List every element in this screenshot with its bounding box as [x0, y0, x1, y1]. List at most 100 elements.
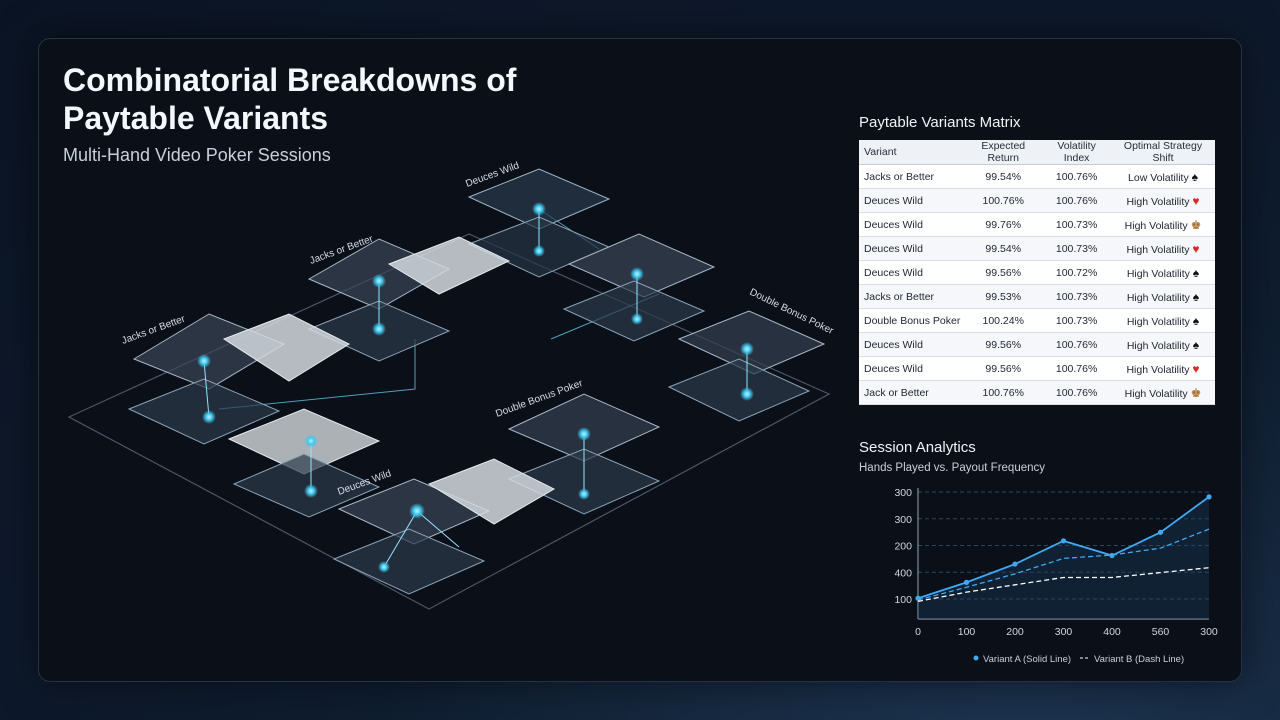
x-tick-label: 300: [1200, 626, 1218, 638]
y-tick-label: 300: [894, 514, 912, 526]
heart-card-icon: ♥: [1192, 361, 1200, 376]
matrix-title: Paytable Variants Matrix: [859, 114, 1021, 131]
cell-strategy-shift: High Volatility ♠: [1111, 284, 1215, 309]
cell-expected-return: 99.76%: [964, 212, 1043, 237]
heart-card-icon: ♥: [1192, 193, 1200, 208]
main-panel: Combinatorial Breakdowns of Paytable Var…: [38, 38, 1242, 682]
strategy-shift-text: High Volatility: [1126, 291, 1190, 304]
legend-marker-a: [973, 655, 979, 661]
strategy-shift-text: High Volatility: [1124, 387, 1188, 400]
table-header-row: Variant Expected Return Volatility Index…: [859, 140, 1215, 165]
spade-card-icon: ♠: [1192, 313, 1200, 328]
cell-expected-return: 99.56%: [964, 260, 1043, 285]
series-point: [1012, 561, 1018, 567]
column-header: Variant: [859, 140, 965, 165]
series-point: [963, 579, 970, 585]
cell-volatility-index: 100.76%: [1042, 356, 1112, 381]
column-header: Volatility Index: [1042, 140, 1112, 165]
column-header: Expected Return: [964, 140, 1043, 165]
cell-expected-return: 99.54%: [964, 236, 1043, 261]
x-tick-label: 100: [958, 626, 976, 638]
strategy-shift-text: High Volatility: [1126, 339, 1190, 352]
cell-variant: Deuces Wild: [859, 236, 965, 261]
tile-group-jacks-mid: Jacks or Better: [307, 233, 511, 362]
cell-volatility-index: 100.72%: [1042, 260, 1112, 285]
x-tick-label: 0: [915, 626, 921, 638]
heart-card-icon: ♥: [1192, 241, 1200, 256]
cell-expected-return: 99.53%: [964, 284, 1043, 309]
cell-strategy-shift: High Volatility ♥: [1111, 188, 1215, 213]
cell-expected-return: 100.76%: [964, 380, 1043, 405]
page-subtitle: Multi-Hand Video Poker Sessions: [63, 145, 331, 165]
cell-variant: Deuces Wild: [859, 356, 965, 381]
strategy-shift-text: High Volatility: [1124, 219, 1188, 232]
series-line-2: [917, 567, 1210, 603]
tile-group-double-bonus-right: Double Bonus Poker: [562, 233, 836, 422]
spade-card-icon: ♠: [1192, 265, 1200, 280]
cell-strategy-shift: High Volatility ♥: [1111, 356, 1215, 381]
legend-label-b: Variant B (Dash Line): [1094, 654, 1184, 665]
cell-variant: Deuces Wild: [859, 188, 965, 213]
strategy-shift-text: Low Volatility: [1128, 171, 1189, 184]
legend-label-a: Variant A (Solid Line): [983, 654, 1071, 665]
y-tick-label: 200: [894, 541, 912, 553]
cell-strategy-shift: High Volatility ♚: [1111, 380, 1215, 405]
cell-variant: Jack or Better: [859, 380, 965, 405]
cell-strategy-shift: High Volatility ♠: [1111, 308, 1215, 333]
cell-strategy-shift: High Volatility ♠: [1111, 332, 1215, 357]
y-tick-label: 100: [894, 594, 912, 606]
cell-volatility-index: 100.76%: [1042, 380, 1112, 405]
cell-volatility-index: 100.73%: [1042, 284, 1112, 309]
face-card-icon: ♚: [1190, 385, 1202, 400]
face-card-icon: ♚: [1190, 217, 1202, 232]
cell-volatility-index: 100.76%: [1042, 332, 1112, 357]
y-tick-label: 400: [894, 567, 912, 579]
cell-strategy-shift: High Volatility ♥: [1111, 236, 1215, 261]
card-network-illustration: Deuces Wild Jacks or Better Jacks or Bet…: [67, 160, 836, 610]
cell-volatility-index: 100.73%: [1042, 308, 1112, 333]
cell-expected-return: 100.24%: [964, 308, 1043, 333]
tile-group-deuces-bottom: Deuces Wild: [227, 408, 556, 595]
strategy-shift-text: High Volatility: [1126, 195, 1190, 208]
cell-variant: Deuces Wild: [859, 212, 965, 237]
cell-volatility-index: 100.76%: [1042, 164, 1112, 189]
cell-variant: Jacks or Better: [859, 284, 965, 309]
analytics-subtitle: Hands Played vs. Payout Frequency: [859, 462, 1046, 474]
strategy-shift-text: High Volatility: [1126, 243, 1190, 256]
cell-volatility-index: 100.76%: [1042, 188, 1112, 213]
column-header: Optimal Strategy Shift: [1111, 140, 1215, 165]
cell-variant: Deuces Wild: [859, 332, 965, 357]
cell-expected-return: 99.56%: [964, 332, 1043, 357]
x-tick-label: 400: [1103, 626, 1121, 638]
cell-strategy-shift: High Volatility ♚: [1111, 212, 1215, 237]
cell-variant: Deuces Wild: [859, 260, 965, 285]
series-point: [1157, 529, 1164, 535]
cell-variant: Jacks or Better: [859, 164, 965, 189]
cell-expected-return: 100.76%: [964, 188, 1043, 213]
series-line-1: [917, 528, 1210, 601]
series-point: [1206, 494, 1212, 500]
cell-variant: Double Bonus Poker: [859, 308, 965, 333]
analytics-title: Session Analytics: [859, 439, 976, 456]
y-tick-label: 300: [894, 487, 912, 499]
page-title: Combinatorial Breakdowns of Paytable Var…: [63, 62, 517, 136]
cell-volatility-index: 100.73%: [1042, 236, 1112, 261]
spade-card-icon: ♠: [1192, 337, 1200, 352]
cell-expected-return: 99.56%: [964, 356, 1043, 381]
spade-card-icon: ♠: [1191, 169, 1199, 184]
paytable-matrix: Variant Expected Return Volatility Index…: [859, 140, 1215, 405]
x-tick-label: 200: [1006, 626, 1024, 638]
strategy-shift-text: High Volatility: [1126, 363, 1190, 376]
cell-strategy-shift: Low Volatility ♠: [1111, 164, 1215, 189]
x-tick-label: 300: [1055, 626, 1073, 638]
